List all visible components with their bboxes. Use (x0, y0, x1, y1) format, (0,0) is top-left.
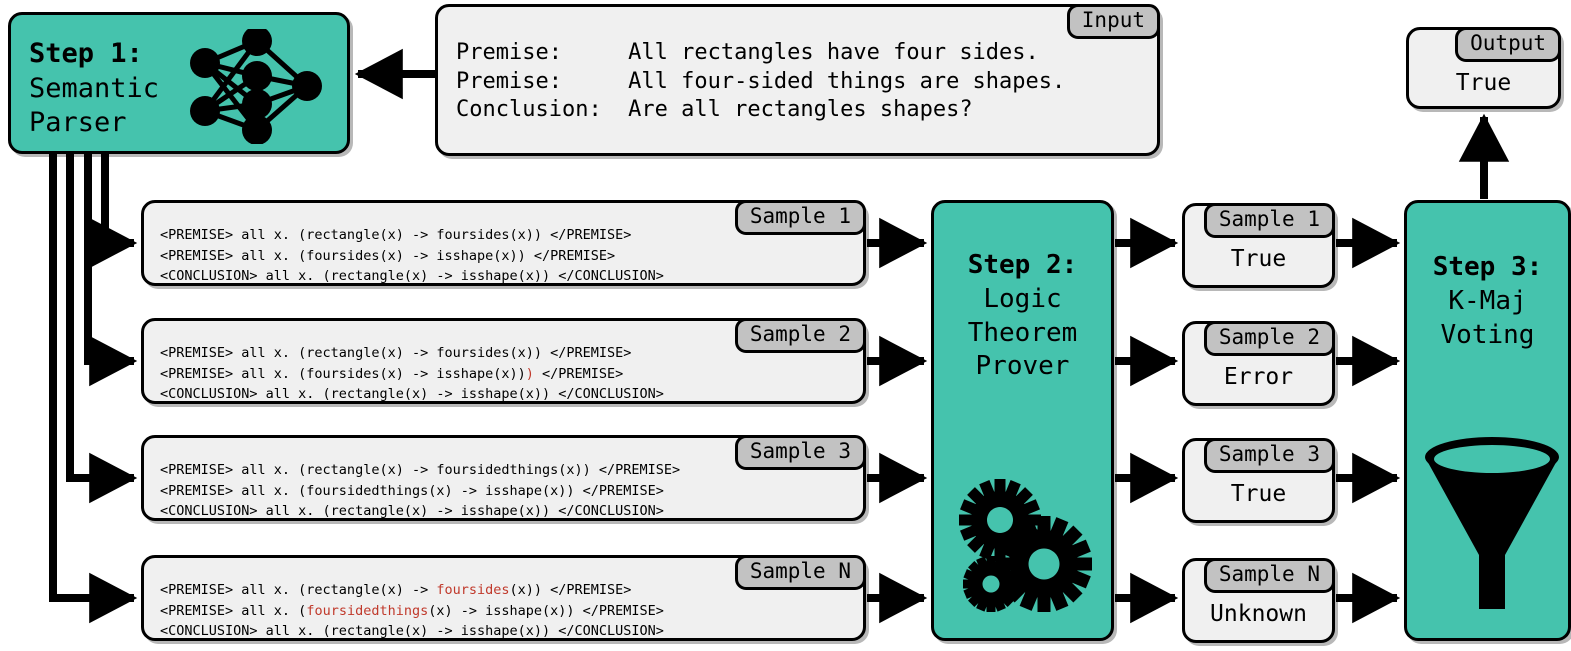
result-box: Sample 3 True (1182, 438, 1335, 523)
gears-icon (959, 479, 1092, 612)
sample-parse-code: <PREMISE> all x. (rectangle(x) -> foursi… (160, 580, 664, 642)
neural-network-icon (190, 29, 322, 144)
result-box: Sample N Unknown (1182, 558, 1335, 643)
result-tab-label: Sample 2 (1203, 321, 1335, 356)
sample-parse-code: <PREMISE> all x. (rectangle(x) -> foursi… (160, 225, 664, 287)
step2-logic-theorem-prover-node[interactable]: Step 2:Logic Theorem Prover (931, 200, 1114, 641)
sample-parse-box: Sample N <PREMISE> all x. (rectangle(x) … (141, 555, 866, 641)
step1-label-bold: Step 1: (29, 38, 143, 69)
code-line1-post: (x)) </PREMISE> (509, 582, 632, 598)
sample-parse-box: Sample 1 <PREMISE> all x. (rectangle(x) … (141, 200, 866, 286)
sample-tab-label: Sample N (734, 555, 866, 590)
funnel-icon (1425, 437, 1559, 609)
result-box: Sample 2 Error (1182, 321, 1335, 406)
step3-label-rest: K-Maj Voting (1440, 285, 1535, 350)
input-box: Input Premise: All rectangles have four … (435, 4, 1160, 156)
code-line2-pre: <PREMISE> all x. (foursidedthings(x) -> … (160, 482, 664, 499)
sample-parse-code: <PREMISE> all x. (rectangle(x) -> foursi… (160, 460, 680, 522)
result-tab-label: Sample N (1203, 558, 1335, 593)
step3-label: Step 3:K-Maj Voting (1407, 251, 1568, 352)
output-value: True (1455, 70, 1512, 96)
result-tab-label: Sample 3 (1203, 438, 1335, 473)
input-tab-label: Input (1066, 4, 1160, 39)
code-line2-error: foursidedthings (306, 602, 429, 619)
output-tab-label: Output (1455, 27, 1561, 62)
code-line1-pre: <PREMISE> all x. (rectangle(x) -> foursi… (160, 462, 681, 478)
step2-label: Step 2:Logic Theorem Prover (934, 249, 1111, 384)
result-value: True (1230, 481, 1287, 507)
code-line3: <CONCLUSION> all x. (rectangle(x) -> iss… (160, 268, 664, 285)
output-box: Output True (1406, 27, 1561, 109)
code-line3: <CONCLUSION> all x. (rectangle(x) -> iss… (160, 623, 664, 640)
code-line3: <CONCLUSION> all x. (rectangle(x) -> iss… (160, 503, 664, 520)
result-box: Sample 1 True (1182, 203, 1335, 288)
code-line2-pre: <PREMISE> all x. (foursides(x) -> isshap… (160, 247, 616, 264)
code-line2-post: (x) -> isshape(x)) </PREMISE> (428, 602, 664, 619)
code-line2-error: ) (525, 365, 534, 382)
step1-label-rest: Semantic Parser (29, 72, 160, 139)
step2-label-bold: Step 2: (967, 250, 1078, 280)
step1-semantic-parser-node[interactable]: Step 1:Semantic Parser (8, 12, 350, 154)
code-line1-pre: <PREMISE> all x. (rectangle(x) -> (160, 582, 437, 598)
input-text: Premise: All rectangles have four sides.… (456, 40, 1066, 123)
sample-parse-box: Sample 3 <PREMISE> all x. (rectangle(x) … (141, 435, 866, 521)
code-line1-pre: <PREMISE> all x. (rectangle(x) -> foursi… (160, 345, 632, 361)
step2-label-rest: Logic Theorem Prover (967, 283, 1078, 382)
step3-label-bold: Step 3: (1432, 252, 1543, 282)
step1-label: Step 1:Semantic Parser (29, 37, 159, 141)
result-value: True (1230, 246, 1287, 272)
sample-tab-label: Sample 1 (734, 200, 866, 235)
code-line2-pre: <PREMISE> all x. ( (160, 602, 307, 619)
code-line2-pre: <PREMISE> all x. (foursides(x) -> isshap… (160, 365, 526, 382)
sample-tab-label: Sample 2 (734, 318, 866, 353)
code-line3: <CONCLUSION> all x. (rectangle(x) -> iss… (160, 386, 664, 403)
sample-parse-code: <PREMISE> all x. (rectangle(x) -> foursi… (160, 343, 664, 405)
sample-tab-label: Sample 3 (734, 435, 866, 470)
step3-k-maj-voting-node[interactable]: Step 3:K-Maj Voting (1404, 200, 1571, 641)
sample-parse-box: Sample 2 <PREMISE> all x. (rectangle(x) … (141, 318, 866, 404)
result-value: Unknown (1210, 601, 1307, 627)
result-tab-label: Sample 1 (1203, 203, 1335, 238)
code-line1-pre: <PREMISE> all x. (rectangle(x) -> foursi… (160, 227, 632, 243)
result-value: Error (1223, 364, 1294, 390)
code-line2-post: </PREMISE> (533, 365, 624, 382)
code-line1-error: foursides (436, 582, 510, 598)
